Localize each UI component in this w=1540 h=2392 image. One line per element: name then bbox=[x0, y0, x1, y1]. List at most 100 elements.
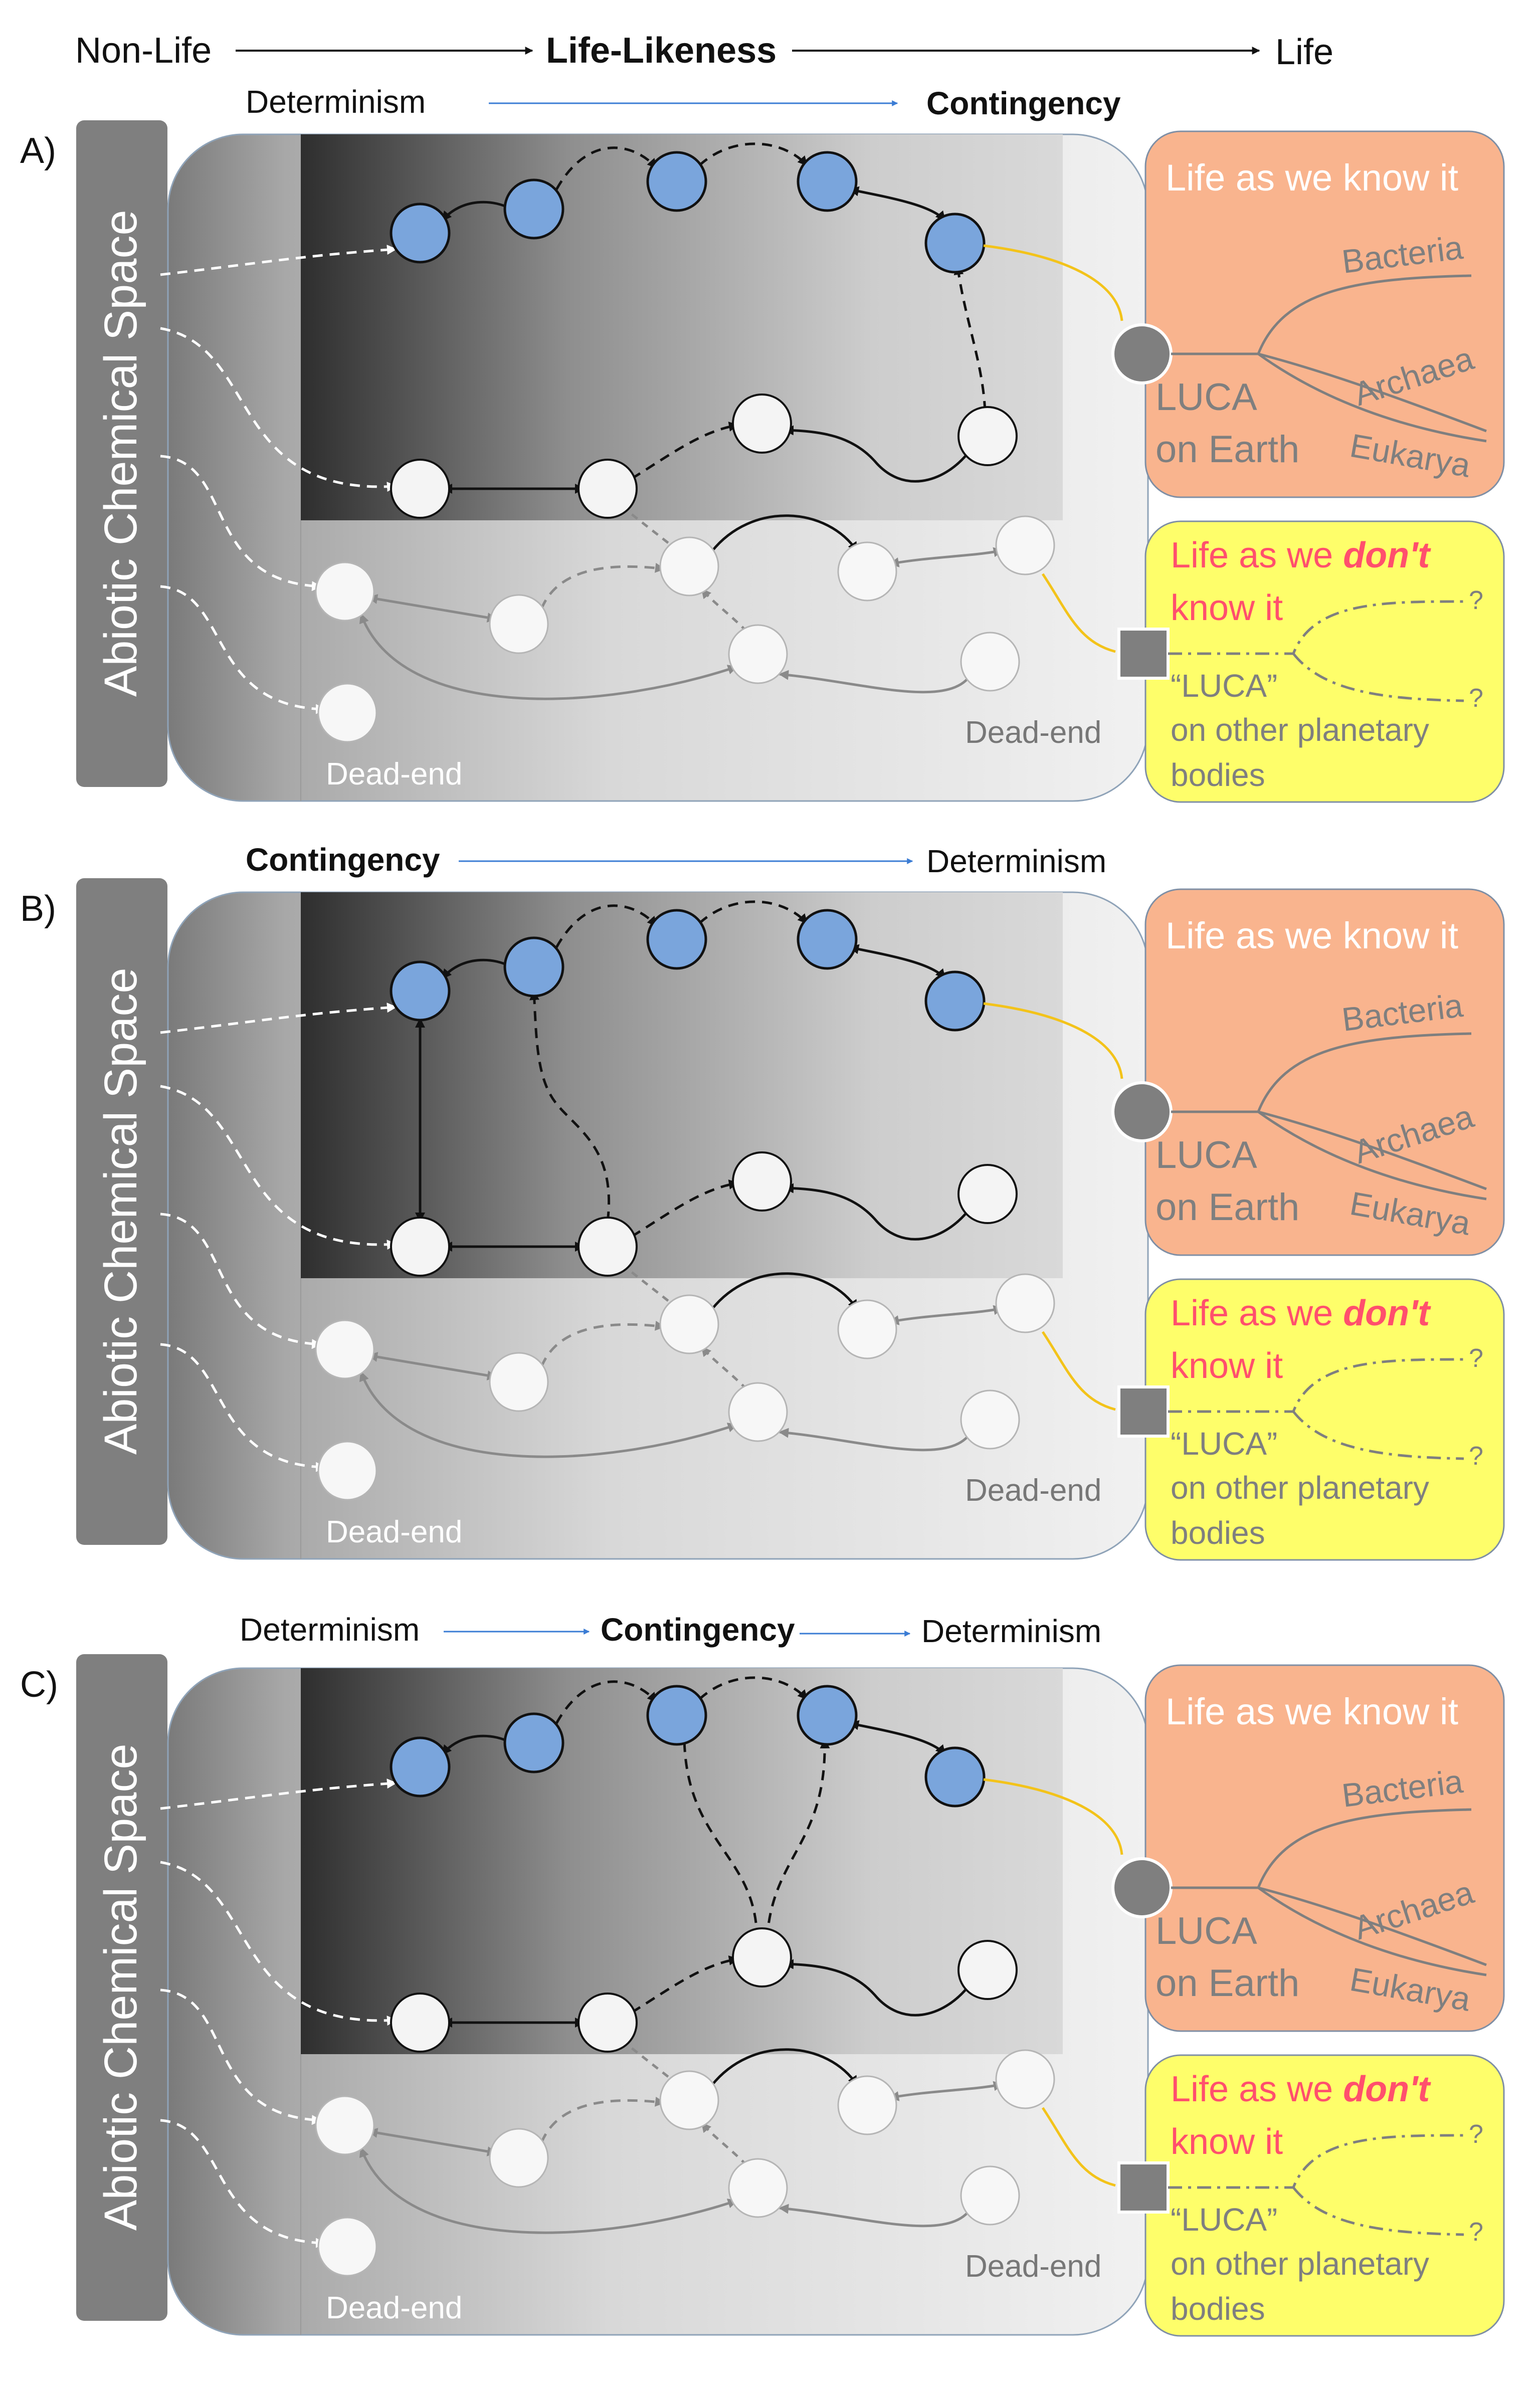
edge-blue-4-5 bbox=[849, 944, 946, 979]
edge-dark-4-blue-5 bbox=[953, 265, 987, 412]
unknown-box-title-line2: know it bbox=[1171, 2122, 1283, 2162]
white-node bbox=[390, 1992, 450, 2053]
unknown-box-title: Life as we don't bbox=[1171, 1293, 1431, 1333]
edge-grey-up bbox=[701, 1346, 748, 1390]
white-node bbox=[728, 1382, 788, 1442]
edge-blue-2-3 bbox=[555, 1680, 658, 1724]
side-bar-label: Abiotic Chemical Space bbox=[95, 210, 146, 697]
edge-grey-2-3 bbox=[540, 2096, 665, 2143]
blue-node bbox=[924, 1746, 986, 1808]
edge-grey-dead-end bbox=[779, 670, 974, 694]
branch-bacteria bbox=[1257, 274, 1472, 354]
inflow-to-dead-end bbox=[160, 1343, 326, 1472]
edge-dark-2-3 bbox=[631, 1955, 739, 2014]
luca-other-label-3: bodies bbox=[1171, 1515, 1265, 1551]
dead-end-label: Dead-end bbox=[326, 757, 462, 791]
blue-node bbox=[646, 1685, 707, 1746]
inflow-to-light bbox=[160, 1213, 322, 1349]
white-node bbox=[837, 541, 897, 602]
edge-blue-2-3 bbox=[555, 904, 658, 948]
white-node bbox=[578, 1992, 638, 2053]
edge-dark-2-3 bbox=[631, 1179, 739, 1238]
white-node bbox=[957, 406, 1018, 466]
life-as-we-know-it-box: Life as we know itBacteriaArchaeaEukarya… bbox=[1111, 130, 1505, 498]
luca-other-node bbox=[1117, 2161, 1170, 2214]
white-node bbox=[732, 393, 792, 454]
white-node bbox=[390, 459, 450, 519]
link-to-luca-earth bbox=[983, 1002, 1123, 1079]
side-bar-shape bbox=[76, 878, 167, 1545]
inflow-to-dark bbox=[160, 327, 397, 492]
known-box-shape bbox=[1144, 130, 1505, 498]
inflow-to-dead-end bbox=[160, 2119, 326, 2248]
blue-node bbox=[503, 936, 564, 998]
luca-other-label-3: bodies bbox=[1171, 2291, 1265, 2327]
white-node bbox=[995, 2049, 1055, 2109]
white-node bbox=[659, 2070, 719, 2130]
header-left-label: Non-Life bbox=[75, 31, 212, 71]
header-right-label: Life bbox=[1275, 32, 1333, 72]
edge-light-3-4 bbox=[711, 514, 859, 552]
white-node bbox=[995, 1273, 1055, 1333]
axis-label-start: Determinism bbox=[240, 1612, 420, 1648]
dead-end-label: Dead-end bbox=[965, 1473, 1101, 1508]
inflow-to-blue bbox=[160, 1003, 397, 1034]
white-node bbox=[659, 536, 719, 596]
unknown-box-title: Life as we don't bbox=[1171, 2069, 1431, 2109]
network-nodes bbox=[315, 1685, 1055, 2277]
luca-earth-label-2: on Earth bbox=[1156, 1962, 1299, 2005]
white-node bbox=[995, 515, 1055, 575]
link-to-luca-earth bbox=[983, 1778, 1123, 1855]
link-to-luca-other bbox=[1041, 2107, 1116, 2187]
luca-earth-label-1: LUCA bbox=[1156, 376, 1257, 419]
branch-archaea bbox=[1258, 1886, 1487, 1966]
known-box-shape bbox=[1144, 1664, 1505, 2032]
edge-blue-3-4 bbox=[698, 900, 808, 924]
white-node bbox=[390, 1217, 450, 1277]
network-nodes bbox=[315, 151, 1055, 743]
unknown-box-title: Life as we don't bbox=[1171, 535, 1431, 575]
panel-letter: A) bbox=[20, 131, 56, 171]
branch-bacteria bbox=[1257, 1808, 1472, 1888]
inflow-to-light bbox=[160, 1988, 322, 2125]
header-axis: Non-Life Life-Likeness Life bbox=[75, 31, 1333, 72]
edge-grey-up bbox=[701, 588, 748, 633]
white-node bbox=[317, 1441, 377, 1501]
edge-dark-4-3 bbox=[784, 425, 969, 483]
blue-node bbox=[503, 1712, 564, 1773]
edge-blue-3-4 bbox=[698, 142, 808, 166]
luca-earth-label-1: LUCA bbox=[1156, 1134, 1257, 1176]
branch-archaea bbox=[1258, 1110, 1487, 1190]
white-node bbox=[728, 2158, 788, 2218]
branch-eukarya bbox=[1257, 352, 1487, 443]
white-node bbox=[728, 624, 788, 684]
blue-node bbox=[390, 203, 451, 264]
white-node bbox=[489, 1352, 549, 1412]
inflow-to-blue bbox=[160, 245, 397, 276]
edge-b-to-blue-2 bbox=[529, 990, 611, 1222]
unknown-box-title-line2: know it bbox=[1171, 1346, 1283, 1386]
luca-other-label-2: on other planetary bbox=[1171, 2246, 1429, 2282]
network-edges bbox=[160, 1676, 1004, 2248]
white-node bbox=[732, 1927, 792, 1987]
white-node bbox=[315, 561, 375, 622]
edge-grey-dead-end bbox=[779, 2204, 974, 2228]
branch-unknown-lower bbox=[1292, 2186, 1464, 2236]
luca-earth-label-1: LUCA bbox=[1156, 1910, 1257, 1952]
dead-end-label: Dead-end bbox=[326, 1515, 462, 1549]
luca-other-node bbox=[1117, 1385, 1170, 1438]
panel-letter: B) bbox=[20, 889, 56, 929]
branch-unknown-lower bbox=[1292, 1411, 1464, 1460]
white-node bbox=[659, 1294, 719, 1354]
question-mark-upper: ? bbox=[1469, 2120, 1483, 2149]
network-edges bbox=[160, 900, 1004, 1472]
abiotic-chemical-space-bar: Abiotic Chemical Space bbox=[76, 1654, 167, 2321]
known-box-title: Life as we know it bbox=[1166, 157, 1458, 198]
inflow-to-light bbox=[160, 455, 322, 591]
white-node bbox=[960, 1389, 1020, 1450]
